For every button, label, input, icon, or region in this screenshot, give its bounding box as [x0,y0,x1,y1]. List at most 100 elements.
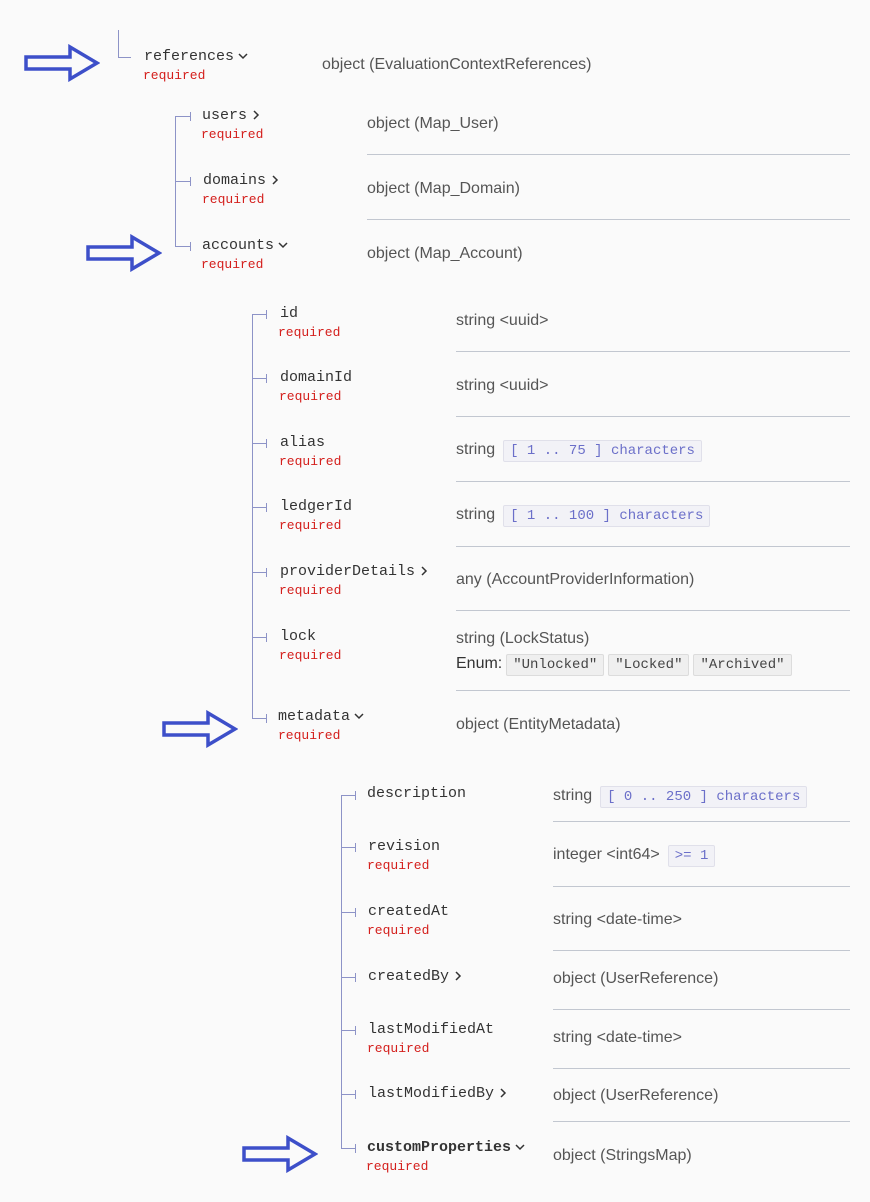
property-name: customProperties [367,1139,512,1156]
property-name: domains [203,172,267,189]
row-separator [456,546,850,547]
chevron-down-icon [514,1141,526,1153]
row-separator [553,1121,850,1122]
tree-tick [355,908,356,917]
type-text: integer <int64> [553,846,660,863]
property-type: object (StringsMap) [553,1147,692,1164]
property-revision[interactable]: revision [368,838,441,855]
tree-line [341,795,342,1148]
row-separator [553,1009,850,1010]
chevron-right-icon [452,970,464,982]
property-ledgerId[interactable]: ledgerId [280,498,353,515]
chevron-right-icon [250,109,262,121]
property-name: providerDetails [280,563,416,580]
required-label: required [143,68,206,83]
tree-branch [252,572,267,573]
length-constraint: [ 0 .. 250 ] characters [600,786,808,808]
property-type: string (LockStatus) [456,630,590,647]
property-users[interactable]: users [202,107,262,124]
tree-tick [355,1090,356,1099]
required-label: required [202,192,265,207]
property-accounts[interactable]: accounts [202,237,289,254]
property-type: object (EntityMetadata) [456,716,621,733]
property-name: accounts [202,237,275,254]
property-description[interactable]: description [367,785,467,802]
property-lastModifiedAt[interactable]: lastModifiedAt [368,1021,495,1038]
row-separator [456,690,850,691]
tree-branch [341,1094,356,1095]
required-label: required [279,583,342,598]
property-name: users [202,107,248,124]
tree-tick [266,374,267,383]
tree-branch [175,181,190,182]
chevron-right-icon [418,565,430,577]
enum-label: Enum: [456,655,503,672]
length-constraint: [ 1 .. 75 ] characters [503,440,702,462]
required-label: required [367,1041,430,1056]
tree-branch [252,718,267,719]
tree-branch [175,246,190,247]
property-createdBy[interactable]: createdBy [368,968,464,985]
property-alias[interactable]: alias [280,434,326,451]
tree-tick [190,112,191,121]
chevron-right-icon [497,1087,509,1099]
tree-branch [341,795,356,796]
property-customProperties[interactable]: customProperties [367,1139,526,1156]
type-text: string [456,441,496,458]
required-label: required [279,389,342,404]
property-metadata[interactable]: metadata [278,708,365,725]
tree-branch [341,847,356,848]
required-label: required [279,454,342,469]
property-type: string[ 1 .. 100 ] characters [456,505,711,527]
row-separator [456,610,850,611]
row-separator [456,416,850,417]
property-domainId[interactable]: domainId [280,369,353,386]
property-type: string [ 0 .. 250 ] characters [553,786,808,808]
property-type: object (UserReference) [553,970,719,987]
property-type: object (Map_User) [367,115,499,132]
chevron-down-icon [353,710,365,722]
tree-branch [341,1148,356,1149]
required-label: required [201,127,264,142]
row-separator [456,351,850,352]
property-lock[interactable]: lock [280,628,317,645]
property-type: object (Map_Account) [367,245,523,262]
row-separator [553,821,850,822]
property-id[interactable]: id [280,305,299,322]
required-label: required [366,1159,429,1174]
property-type: integer <int64> >= 1 [553,845,716,867]
property-type: any (AccountProviderInformation) [456,571,695,588]
enum-list: Enum:"Unlocked""Locked""Archived" [456,654,792,676]
required-label: required [367,923,430,938]
chevron-right-icon [269,174,281,186]
row-separator [553,886,850,887]
tree-tick [266,714,267,723]
tree-tick [355,973,356,982]
property-type: object (UserReference) [553,1087,719,1104]
tree-line [252,314,253,718]
property-references[interactable]: references [144,48,249,65]
property-createdAt[interactable]: createdAt [368,903,450,920]
range-constraint: >= 1 [667,845,716,867]
arrow-right-outline-icon [86,234,162,272]
property-type: string <uuid> [456,377,549,394]
required-label: required [201,257,264,272]
tree-tick [190,242,191,251]
property-name: lastModifiedBy [368,1085,495,1102]
row-separator [553,1068,850,1069]
property-domains[interactable]: domains [203,172,281,189]
property-type: string [ 1 .. 75 ] characters [456,440,702,462]
property-providerDetails[interactable]: providerDetails [280,563,430,580]
tree-tick [266,439,267,448]
tree-branch [341,912,356,913]
tree-branch [118,57,131,58]
length-constraint: [ 1 .. 100 ] characters [503,505,711,527]
property-lastModifiedBy[interactable]: lastModifiedBy [368,1085,509,1102]
type-text: string [553,787,593,804]
tree-tick [355,843,356,852]
row-separator [367,219,850,220]
arrow-right-outline-icon [242,1135,318,1173]
enum-value: "Unlocked" [506,654,605,676]
tree-tick [355,1144,356,1153]
property-type: object (Map_Domain) [367,180,520,197]
